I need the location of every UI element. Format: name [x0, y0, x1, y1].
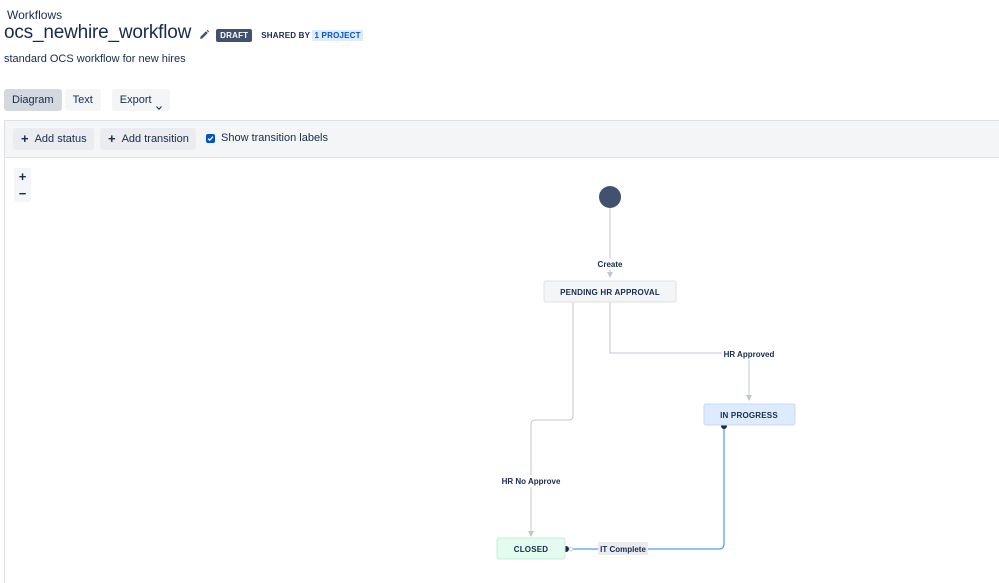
transition-label-hr-no-approve[interactable]: HR No Approve	[502, 477, 561, 486]
export-label: Export	[119, 94, 152, 106]
chevron-down-icon	[155, 97, 162, 111]
diagram-canvas[interactable]: + − PENDING HR APPROVAL IN PROGRESS CLOS…	[4, 158, 999, 583]
workflow-description: standard OCS workflow for new hires	[4, 53, 186, 65]
edge-hr-approved[interactable]	[609, 302, 750, 399]
title-row: ocs_newhire_workflow DRAFT SHARED BY 1 P…	[4, 22, 363, 44]
breadcrumb[interactable]: Workflows	[7, 8, 63, 22]
edge-it-complete-end-ring	[568, 546, 574, 552]
transition-label-hr-approved[interactable]: HR Approved	[724, 350, 775, 359]
export-button[interactable]: Export	[111, 89, 170, 111]
add-transition-button[interactable]: + Add transition	[100, 128, 196, 150]
tab-text[interactable]: Text	[64, 89, 101, 111]
transition-label-it-complete[interactable]: IT Complete	[600, 545, 646, 554]
shared-projects-link[interactable]: 1 PROJECT	[312, 29, 363, 41]
plus-icon: +	[21, 131, 29, 146]
pencil-icon[interactable]	[198, 29, 210, 41]
edge-hr-no-approve[interactable]	[530, 302, 574, 536]
diagram-toolbar: + Add status + Add transition Show trans…	[4, 120, 999, 158]
start-node[interactable]	[599, 186, 621, 208]
show-labels-toggle[interactable]: Show transition labels	[206, 132, 328, 144]
show-labels-label: Show transition labels	[221, 132, 329, 144]
draft-badge: DRAFT	[216, 28, 253, 42]
label-bg-hr-no-approve	[499, 475, 563, 487]
edge-it-complete[interactable]	[571, 426, 725, 550]
label-bg-create	[594, 258, 626, 270]
arrow-hr-approved	[746, 395, 752, 401]
zoom-controls: + −	[14, 168, 31, 202]
status-label: IN PROGRESS	[720, 411, 778, 420]
arrow-hr-no-approve	[528, 531, 534, 537]
add-status-button[interactable]: + Add status	[13, 128, 94, 150]
add-transition-label: Add transition	[121, 133, 189, 145]
tab-diagram[interactable]: Diagram	[4, 89, 62, 111]
label-bg-it-complete	[598, 542, 648, 555]
show-labels-checkbox[interactable]	[206, 133, 215, 143]
zoom-in-button[interactable]: +	[18, 169, 27, 184]
shared-prefix: SHARED BY	[261, 30, 311, 40]
label-bg-hr-approved	[722, 348, 776, 360]
shared-info: SHARED BY 1 PROJECT	[261, 29, 363, 41]
status-in-progress[interactable]: IN PROGRESS	[703, 403, 796, 426]
status-label: PENDING HR APPROVAL	[560, 288, 660, 297]
page-title: ocs_newhire_workflow	[4, 22, 192, 43]
add-status-label: Add status	[34, 133, 87, 145]
status-pending-hr-approval[interactable]: PENDING HR APPROVAL	[543, 280, 677, 303]
arrow-create	[607, 272, 613, 278]
zoom-out-button[interactable]: −	[18, 186, 27, 201]
view-tabs: Diagram Text Export	[4, 89, 170, 111]
status-closed[interactable]: CLOSED	[496, 537, 566, 560]
workflow-diagram: PENDING HR APPROVAL IN PROGRESS CLOSED C…	[496, 186, 796, 560]
plus-icon: +	[108, 131, 116, 146]
status-label: CLOSED	[514, 545, 549, 554]
transition-label-create[interactable]: Create	[598, 260, 623, 269]
